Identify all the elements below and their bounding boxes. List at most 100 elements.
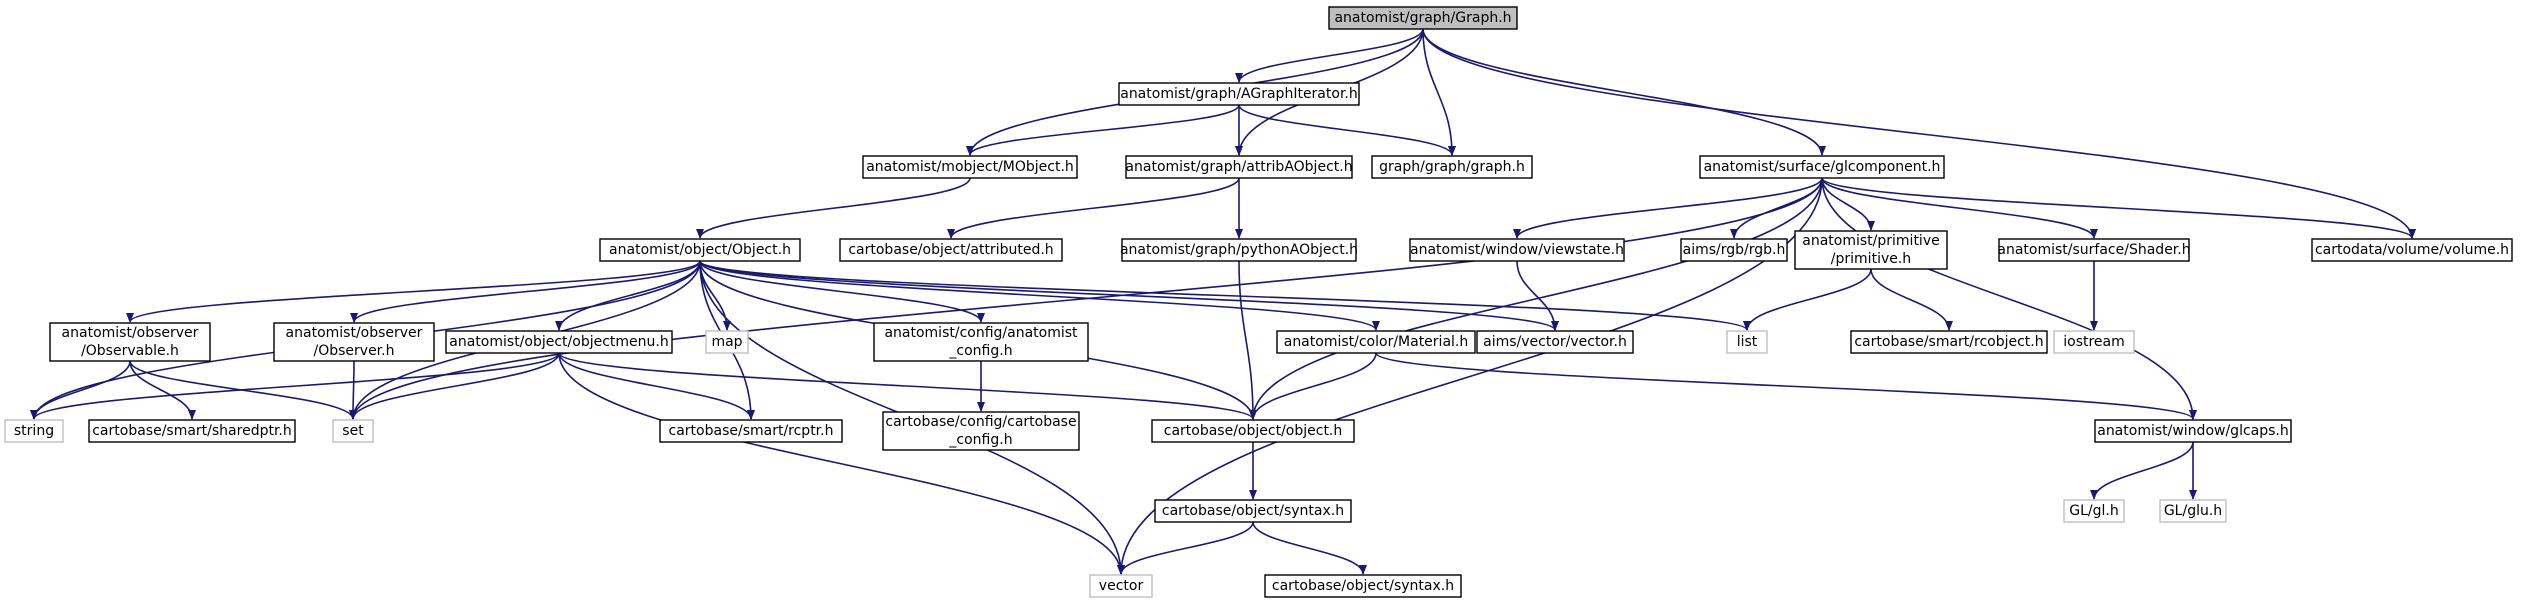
node-iostream: iostream xyxy=(2053,330,2135,354)
node-rcobject[interactable]: cartobase/smart/rcobject.h xyxy=(1850,330,2048,354)
node-box xyxy=(49,322,211,362)
edge-glcomponent-to-shader xyxy=(1821,177,2098,239)
node-map: map xyxy=(705,330,749,354)
node-primitive[interactable]: anatomist/primitive/primitive.h xyxy=(1794,230,1948,270)
node-syntax[interactable]: cartobase/object/syntax.h xyxy=(1154,499,1352,523)
edge-objectmenu-to-set xyxy=(349,352,560,420)
edge-attribaobject-to-attributed xyxy=(947,177,1240,239)
node-volume[interactable]: cartodata/volume/volume.h xyxy=(2311,238,2513,262)
node-box xyxy=(1121,238,1357,262)
node-anaconfig[interactable]: anatomist/config/anatomist _config.h xyxy=(873,322,1089,362)
edge-object_h-to-observer xyxy=(350,260,701,323)
node-label: /Observer.h xyxy=(314,343,395,359)
node-label: cartobase/object/attributed.h xyxy=(848,242,1053,258)
node-vector: vector xyxy=(1089,574,1153,598)
node-set: set xyxy=(332,419,374,443)
node-vectorh[interactable]: aims/vector/vector.h xyxy=(1476,330,1634,354)
node-label: anatomist/config/anatomist xyxy=(884,325,1078,341)
node-label: anatomist/window/glcaps.h xyxy=(2097,423,2289,439)
node-label: _config.h xyxy=(948,343,1012,359)
node-label: anatomist/surface/glcomponent.h xyxy=(1704,159,1941,175)
node-attribaobject[interactable]: anatomist/graph/attribAObject.h xyxy=(1125,155,1353,179)
edge-object_h-to-observable xyxy=(126,260,701,323)
edge-pythonaobject-to-cbobject xyxy=(1238,260,1257,420)
node-label: GL/glu.h xyxy=(2164,503,2222,519)
node-observable[interactable]: anatomist/observer/Observable.h xyxy=(49,322,211,362)
node-mobject[interactable]: anatomist/mobject/MObject.h xyxy=(862,155,1078,179)
node-label: vector xyxy=(1099,578,1144,594)
node-cbobject[interactable]: cartobase/object/object.h xyxy=(1151,419,1355,443)
node-label: anatomist/observer xyxy=(286,325,423,341)
edge-material-to-glcaps xyxy=(1375,352,2197,420)
node-box xyxy=(1699,155,1945,179)
node-label: anatomist/graph/pythonAObject.h xyxy=(1120,242,1358,258)
edge-glcomponent-to-rgb xyxy=(1730,177,1823,239)
node-material[interactable]: anatomist/color/Material.h xyxy=(1276,330,1476,354)
node-object_h[interactable]: anatomist/object/Object.h xyxy=(599,238,801,262)
node-box xyxy=(1371,155,1533,179)
node-agraphiter[interactable]: anatomist/graph/AGraphIterator.h xyxy=(1118,82,1360,106)
node-box xyxy=(1328,6,1518,30)
node-label: anatomist/color/Material.h xyxy=(1284,334,1469,350)
node-box xyxy=(1726,330,1768,354)
edge-mobject-to-object_h xyxy=(696,177,971,239)
node-label: anatomist/object/Object.h xyxy=(609,242,791,258)
node-box xyxy=(445,330,673,354)
node-sharedptr[interactable]: cartobase/smart/sharedptr.h xyxy=(88,419,296,443)
edge-primitive-to-list xyxy=(1743,268,1872,331)
node-box xyxy=(1125,155,1353,179)
node-label: cartobase/object/syntax.h xyxy=(1162,503,1344,519)
node-pythonaobject[interactable]: anatomist/graph/pythonAObject.h xyxy=(1120,238,1358,262)
node-glcaps[interactable]: anatomist/window/glcaps.h xyxy=(2094,419,2292,443)
node-box xyxy=(1680,238,1788,262)
node-label: cartobase/config/cartobase xyxy=(885,414,1076,430)
node-string: string xyxy=(4,419,64,443)
node-label: anatomist/observer xyxy=(62,325,199,341)
node-rgb[interactable]: aims/rgb/rgb.h xyxy=(1680,238,1788,262)
edge-syntax-to-vector xyxy=(1117,521,1254,575)
node-glcomponent[interactable]: anatomist/surface/glcomponent.h xyxy=(1699,155,1945,179)
node-graphgraph[interactable]: graph/graph/graph.h xyxy=(1371,155,1533,179)
edge-agraphiter-to-graphgraph xyxy=(1238,104,1456,156)
node-attributed[interactable]: cartobase/object/attributed.h xyxy=(839,238,1063,262)
edge-graph_h-to-agraphiter xyxy=(1235,28,1424,83)
node-label: cartobase/smart/sharedptr.h xyxy=(92,423,292,439)
node-box xyxy=(862,155,1078,179)
node-syntax2[interactable]: cartobase/object/syntax.h xyxy=(1264,574,1462,598)
node-label: iostream xyxy=(2063,334,2125,350)
node-label: cartobase/object/syntax.h xyxy=(1272,578,1454,594)
node-box xyxy=(2159,499,2227,523)
edge-glcomponent-to-cbobject xyxy=(1249,177,1823,420)
node-label: cartobase/object/object.h xyxy=(1164,423,1343,439)
node-label: aims/rgb/rgb.h xyxy=(1683,242,1786,258)
node-objectmenu[interactable]: anatomist/object/objectmenu.h xyxy=(445,330,673,354)
node-label: list xyxy=(1737,334,1758,350)
edge-object_h-to-anaconfig xyxy=(699,260,985,323)
edge-glcomponent-to-volume xyxy=(1821,177,2416,239)
node-label: map xyxy=(711,334,742,350)
node-label: graph/graph/graph.h xyxy=(1379,159,1525,175)
node-box xyxy=(659,419,843,443)
node-label: GL/gl.h xyxy=(2069,503,2118,519)
node-label: anatomist/graph/attribAObject.h xyxy=(1125,159,1352,175)
node-box xyxy=(839,238,1063,262)
node-viewstate[interactable]: anatomist/window/viewstate.h xyxy=(1409,238,1625,262)
node-label: cartodata/volume/volume.h xyxy=(2315,242,2509,258)
node-rcptr[interactable]: cartobase/smart/rcptr.h xyxy=(659,419,843,443)
edge-glcomponent-to-primitive xyxy=(1821,177,1875,231)
node-box xyxy=(1264,574,1462,598)
edge-graph_h-to-volume xyxy=(1422,28,2416,239)
node-graph_h[interactable]: anatomist/graph/Graph.h xyxy=(1328,6,1518,30)
node-glh: GL/gl.h xyxy=(2063,499,2125,523)
node-label: anatomist/graph/AGraphIterator.h xyxy=(1120,86,1358,102)
node-observer[interactable]: anatomist/observer/Observer.h xyxy=(273,322,435,362)
node-label: string xyxy=(14,423,54,439)
edge-syntax-to-syntax2 xyxy=(1252,521,1367,575)
node-shader[interactable]: anatomist/surface/Shader.h xyxy=(1997,238,2191,262)
node-box xyxy=(2311,238,2513,262)
node-label: cartobase/smart/rcobject.h xyxy=(1854,334,2043,350)
node-label: anatomist/graph/Graph.h xyxy=(1334,10,1511,26)
node-cbconfig[interactable]: cartobase/config/cartobase_config.h xyxy=(882,411,1080,451)
node-label: anatomist/object/objectmenu.h xyxy=(449,334,668,350)
